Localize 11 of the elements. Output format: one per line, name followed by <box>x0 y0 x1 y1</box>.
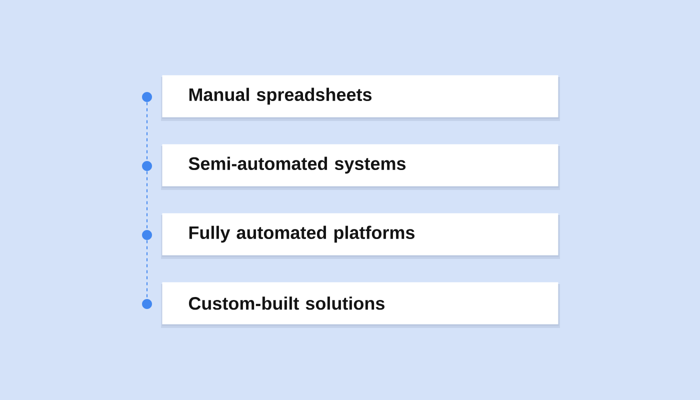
text-box: Fully automated platforms <box>161 213 560 259</box>
text-box: Manual spreadsheets <box>161 75 560 121</box>
timeline-line <box>146 102 148 162</box>
text-box: Custom-built solutions <box>161 282 560 328</box>
text-box: Semi-automated systems <box>161 144 560 190</box>
timeline-line <box>146 170 148 230</box>
timeline-dot <box>142 161 152 171</box>
timeline-line <box>146 240 148 300</box>
timeline-dot <box>142 230 152 240</box>
timeline-dot <box>142 92 152 102</box>
timeline-dot <box>142 299 152 309</box>
